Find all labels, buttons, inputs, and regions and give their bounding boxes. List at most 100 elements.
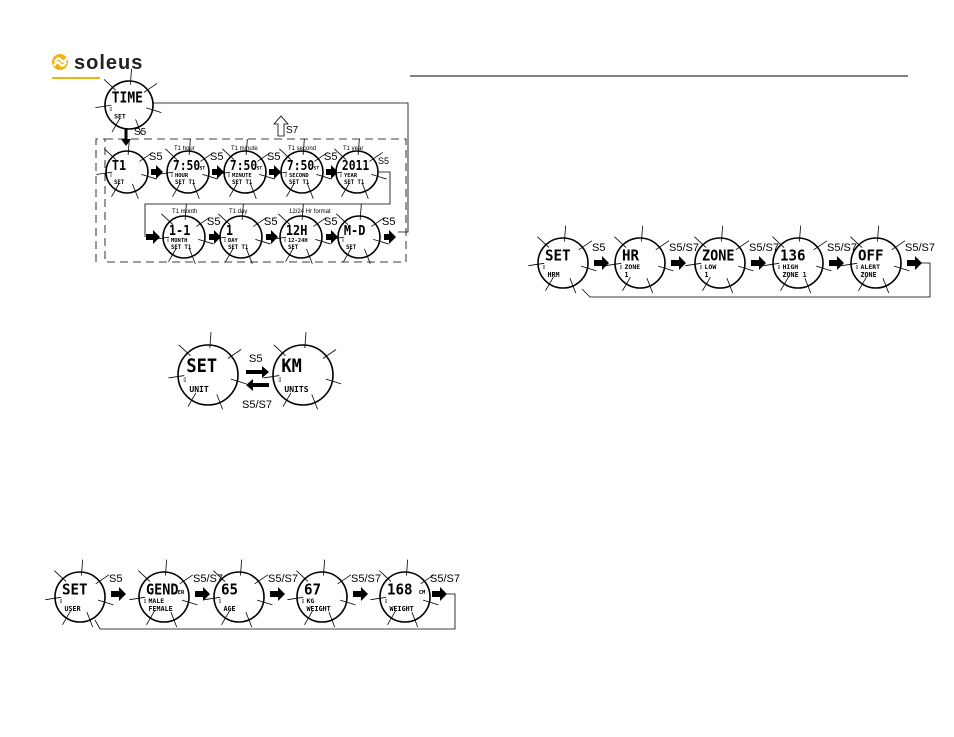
lcd-main-value: 7:50 bbox=[230, 159, 257, 174]
blink-ray-icon bbox=[225, 247, 234, 262]
lcd-line-2: SET bbox=[346, 245, 357, 251]
blink-ray-icon bbox=[314, 152, 328, 162]
watch-face-outline bbox=[223, 150, 267, 194]
blink-ray-icon bbox=[157, 171, 174, 175]
lcd-line-1: MINUTE bbox=[232, 173, 252, 179]
right-arrow-icon bbox=[111, 587, 126, 601]
transition-arrow: S5/S7 bbox=[669, 242, 699, 270]
blink-ray-icon bbox=[891, 240, 906, 251]
button-label: S5/S7 bbox=[749, 242, 779, 254]
step-caption: T1 second bbox=[288, 146, 316, 152]
button-label: S5/S7 bbox=[669, 242, 699, 254]
blink-ray-icon bbox=[245, 612, 253, 628]
lcd-line-2: SET bbox=[288, 245, 299, 251]
lcd-main-value: SET bbox=[62, 581, 88, 599]
battery-icon: ▯ bbox=[109, 106, 113, 112]
blink-ray-icon bbox=[216, 394, 223, 410]
right-arrow-icon bbox=[326, 230, 338, 244]
transition-arrow: S5 bbox=[207, 216, 221, 244]
blink-ray-icon bbox=[178, 344, 191, 356]
watch-time-row1-0: T1▯SET bbox=[96, 138, 157, 199]
blink-ray-icon bbox=[423, 599, 439, 606]
transition-arrow: S5/S7 bbox=[351, 573, 381, 601]
transition-arrow: S5/S7 bbox=[749, 242, 779, 270]
blink-ray-icon bbox=[54, 570, 67, 582]
transition-arrow: S5/S7 bbox=[827, 242, 857, 270]
battery-icon: ▯ bbox=[59, 598, 63, 605]
lcd-line-2: FEMALE bbox=[149, 605, 173, 613]
blink-ray-icon bbox=[263, 375, 280, 379]
lcd-superscript: ST bbox=[200, 165, 206, 171]
blink-ray-icon bbox=[307, 183, 314, 199]
transition-arrow: S5 bbox=[324, 151, 338, 179]
blink-ray-icon bbox=[735, 240, 750, 251]
lcd-line-2: USER bbox=[65, 605, 82, 613]
lcd-main-value: M-D bbox=[344, 224, 366, 239]
step-caption: T1 year bbox=[343, 146, 363, 152]
right-arrow-icon bbox=[266, 230, 278, 244]
blink-ray-icon bbox=[301, 203, 304, 220]
button-label-s5s7: S5/S7 bbox=[242, 399, 272, 411]
watch-face-outline bbox=[138, 571, 190, 623]
lcd-main-value: SET bbox=[186, 356, 217, 377]
blink-ray-icon bbox=[362, 183, 369, 199]
blink-ray-icon bbox=[221, 610, 230, 625]
blink-ray-icon bbox=[581, 265, 597, 272]
battery-icon: ▯ bbox=[284, 173, 287, 179]
blink-ray-icon bbox=[406, 559, 409, 576]
blink-ray-icon bbox=[816, 265, 832, 272]
blink-ray-icon bbox=[850, 236, 863, 248]
blink-ray-icon bbox=[62, 610, 71, 625]
blink-ray-icon bbox=[614, 236, 627, 248]
blink-ray-icon bbox=[721, 225, 724, 242]
transition-arrow: S5 bbox=[324, 216, 338, 244]
blink-ray-icon bbox=[302, 138, 305, 155]
transition-arrow: S5/S7 bbox=[193, 573, 223, 601]
lcd-line-2: AGE bbox=[224, 605, 236, 613]
blink-ray-icon bbox=[379, 570, 392, 582]
battery-icon: ▯ bbox=[384, 598, 388, 605]
blink-ray-icon bbox=[218, 213, 231, 225]
blink-ray-icon bbox=[198, 238, 214, 245]
right-arrow-icon bbox=[269, 165, 281, 179]
blink-ray-icon bbox=[273, 344, 286, 356]
blink-ray-icon bbox=[336, 213, 349, 225]
blink-ray-icon bbox=[129, 68, 132, 85]
lcd-line-1: SECOND bbox=[289, 173, 309, 179]
lcd-main-value: 1 bbox=[226, 224, 233, 239]
right-arrow-icon bbox=[270, 587, 285, 601]
watch-face-outline bbox=[104, 80, 154, 130]
blink-ray-icon bbox=[685, 262, 702, 267]
transition-arrow: S5 bbox=[264, 216, 278, 244]
blink-ray-icon bbox=[564, 225, 567, 242]
lcd-line-2: SET T1 bbox=[171, 245, 192, 251]
lcd-line-2: UNIT bbox=[189, 384, 208, 394]
battery-icon: ▯ bbox=[339, 173, 342, 179]
blink-ray-icon bbox=[894, 265, 910, 272]
transition-arrow bbox=[146, 230, 160, 244]
blink-ray-icon bbox=[270, 236, 287, 240]
lcd-line-1: ALERT bbox=[861, 263, 881, 271]
button-label: S5/S7 bbox=[430, 573, 460, 585]
battery-icon: ▯ bbox=[855, 264, 859, 271]
row-connector bbox=[144, 171, 391, 237]
blink-ray-icon bbox=[253, 217, 267, 227]
blink-ray-icon bbox=[161, 213, 174, 225]
blink-ray-icon bbox=[804, 278, 812, 294]
blink-ray-icon bbox=[98, 599, 114, 606]
blink-ray-icon bbox=[45, 596, 62, 601]
battery-icon: ▯ bbox=[619, 264, 623, 271]
blink-ray-icon bbox=[229, 182, 238, 197]
blink-ray-icon bbox=[287, 596, 304, 601]
watch-face-outline bbox=[272, 344, 334, 406]
battery-icon: ▯ bbox=[223, 238, 226, 244]
blink-ray-icon bbox=[641, 225, 644, 242]
blink-ray-icon bbox=[241, 203, 244, 220]
blink-ray-icon bbox=[315, 238, 331, 245]
lcd-main-value: KM bbox=[281, 356, 301, 377]
